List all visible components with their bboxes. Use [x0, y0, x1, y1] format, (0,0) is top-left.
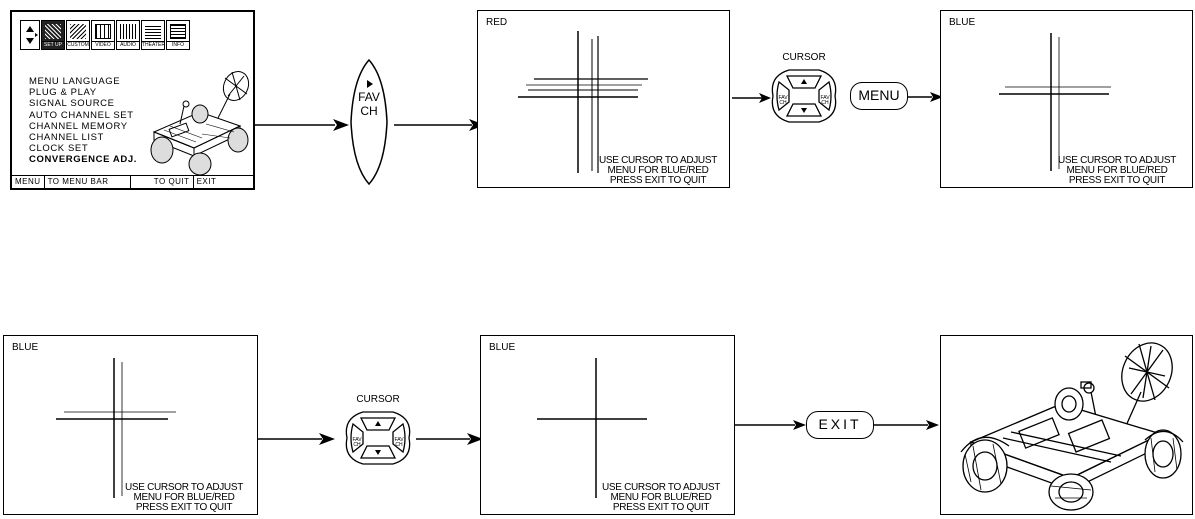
setup-icon-label: SET UP	[42, 41, 64, 48]
menu-item-channel-memory[interactable]: CHANNEL MEMORY	[29, 121, 137, 132]
fav-label: FAV	[349, 90, 389, 104]
svg-text:CH: CH	[353, 442, 361, 448]
menu-button-label: MENU	[858, 87, 899, 103]
info-icon[interactable]: INFO	[166, 20, 190, 50]
arrow-connector	[255, 118, 350, 132]
menu-item-signal-source[interactable]: SIGNAL SOURCE	[29, 98, 137, 109]
arrow-connector	[735, 418, 807, 432]
ch-label: CH	[349, 104, 389, 118]
blue-convergence-screen: BLUE USE CURSOR TO ADJUST MENU FOR BLUE/…	[940, 10, 1193, 188]
setup-menu-screen: SET UP CUSTOM VIDEO AUDIO THEATER INFO M…	[10, 10, 255, 190]
theater-icon[interactable]: THEATER	[141, 20, 165, 50]
arrow-connector	[258, 432, 336, 446]
menu-footer-bar: MENU TO MENU BAR TO QUIT EXIT	[12, 175, 253, 188]
blue-convergence-screen-before: BLUE USE CURSOR TO ADJUST MENU FOR BLUE/…	[3, 335, 258, 515]
svg-text:CH: CH	[395, 442, 403, 448]
rover-illustration	[951, 342, 1191, 512]
menu-nav-arrows-icon[interactable]	[20, 20, 40, 50]
instruction-text: USE CURSOR TO ADJUST MENU FOR BLUE/RED P…	[1037, 156, 1195, 186]
instruction-text: USE CURSOR TO ADJUST MENU FOR BLUE/RED P…	[104, 483, 264, 513]
menu-item-list: MENU LANGUAGE PLUG & PLAY SIGNAL SOURCE …	[29, 76, 137, 166]
red-convergence-screen: RED USE CURSOR TO ADJUST MENU FOR BLUE/R…	[477, 10, 730, 188]
arrow-connector	[874, 418, 940, 432]
svg-text:CH: CH	[821, 100, 829, 106]
rover-illustration	[140, 64, 252, 176]
arrow-connector	[394, 118, 486, 132]
arrow-connector	[908, 90, 944, 104]
menu-button[interactable]: MENU	[850, 82, 908, 110]
blue-convergence-screen-aligned: BLUE USE CURSOR TO ADJUST MENU FOR BLUE/…	[480, 335, 735, 515]
footer-to-quit-label: TO QUIT	[131, 176, 194, 188]
cursor-pad[interactable]: FAV CH FAV CH	[343, 408, 413, 468]
menu-item-plug-play[interactable]: PLUG & PLAY	[29, 87, 137, 98]
exit-button-label: EXIT	[818, 416, 861, 432]
instruction-line-3: PRESS EXIT TO QUIT	[581, 503, 741, 513]
menu-item-language[interactable]: MENU LANGUAGE	[29, 76, 137, 87]
menu-item-channel-list[interactable]: CHANNEL LIST	[29, 132, 137, 143]
footer-exit-label: EXIT	[194, 176, 220, 188]
menu-item-auto-channel-set[interactable]: AUTO CHANNEL SET	[29, 110, 137, 121]
cursor-pad[interactable]: FAV CH FAV CH	[769, 66, 839, 126]
instruction-line-3: PRESS EXIT TO QUIT	[1037, 176, 1195, 186]
svg-text:CH: CH	[779, 100, 787, 106]
setup-icon[interactable]: SET UP	[41, 20, 65, 50]
fav-ch-button[interactable]	[349, 58, 389, 188]
exit-button[interactable]: EXIT	[806, 411, 874, 439]
footer-menu-label: MENU	[12, 176, 45, 188]
updown-arrow-icon	[21, 21, 39, 49]
custom-icon[interactable]: CUSTOM	[66, 20, 90, 50]
arrow-connector	[732, 91, 772, 105]
theater-icon-label: THEATER	[142, 41, 164, 48]
arrow-connector	[416, 432, 484, 446]
video-icon-label: VIDEO	[92, 41, 114, 48]
normal-picture-screen	[940, 335, 1193, 515]
custom-icon-label: CUSTOM	[67, 41, 89, 48]
instruction-text: USE CURSOR TO ADJUST MENU FOR BLUE/RED P…	[578, 156, 738, 186]
audio-icon-label: AUDIO	[117, 41, 139, 48]
footer-to-menu-bar-label: TO MENU BAR	[45, 176, 131, 188]
menu-item-convergence-adj[interactable]: CONVERGENCE ADJ.	[29, 154, 137, 165]
instruction-text: USE CURSOR TO ADJUST MENU FOR BLUE/RED P…	[581, 483, 741, 513]
menu-item-clock-set[interactable]: CLOCK SET	[29, 143, 137, 154]
video-icon[interactable]: VIDEO	[91, 20, 115, 50]
info-icon-label: INFO	[167, 41, 189, 48]
instruction-line-3: PRESS EXIT TO QUIT	[578, 176, 738, 186]
instruction-line-3: PRESS EXIT TO QUIT	[104, 503, 264, 513]
cursor-label: CURSOR	[769, 52, 839, 63]
menu-icon-bar: SET UP CUSTOM VIDEO AUDIO THEATER INFO	[20, 20, 190, 50]
cursor-label: CURSOR	[343, 394, 413, 405]
audio-icon[interactable]: AUDIO	[116, 20, 140, 50]
